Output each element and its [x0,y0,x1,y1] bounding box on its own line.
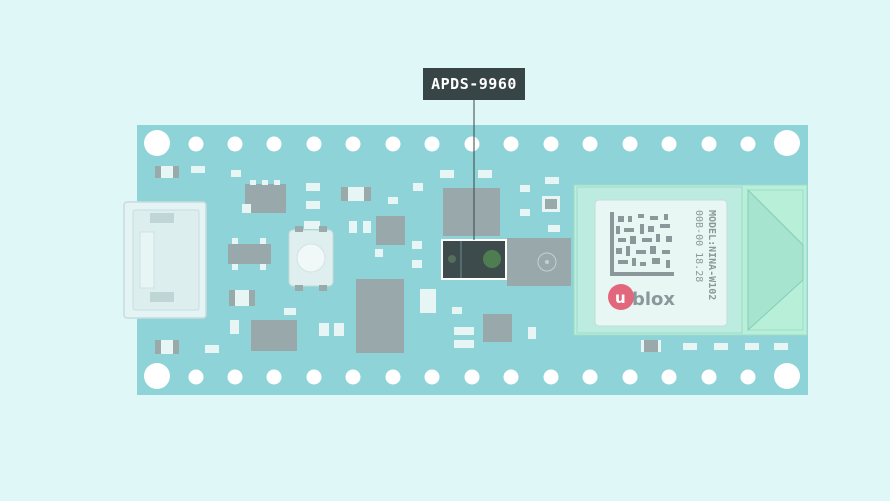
mounting-hole [774,130,800,156]
mounting-hole [774,363,800,389]
module-model-text: MODEL:NINA-W102 [706,210,717,300]
microphone [507,238,571,286]
ublox-logo-u: u [615,289,626,307]
top-pin-row [144,130,800,156]
bottom-pin-row [144,363,800,389]
smd-components [155,166,788,354]
mounting-hole [144,130,170,156]
nina-w102-module: u blox 00B-00 18.28 MODEL:NINA-W102 [573,184,808,336]
ublox-logo-icon [608,284,634,310]
mounting-hole [144,363,170,389]
datamatrix-code [610,212,674,276]
apds-9960-sensor [441,239,507,280]
module-serial-text: 00B-00 18.28 [693,210,704,282]
antenna [747,188,804,332]
apds-9960-callout-label: APDS-9960 [423,68,525,100]
usb-connector [123,201,207,319]
reset-button [288,226,334,291]
ublox-brand-text: blox [632,289,675,310]
